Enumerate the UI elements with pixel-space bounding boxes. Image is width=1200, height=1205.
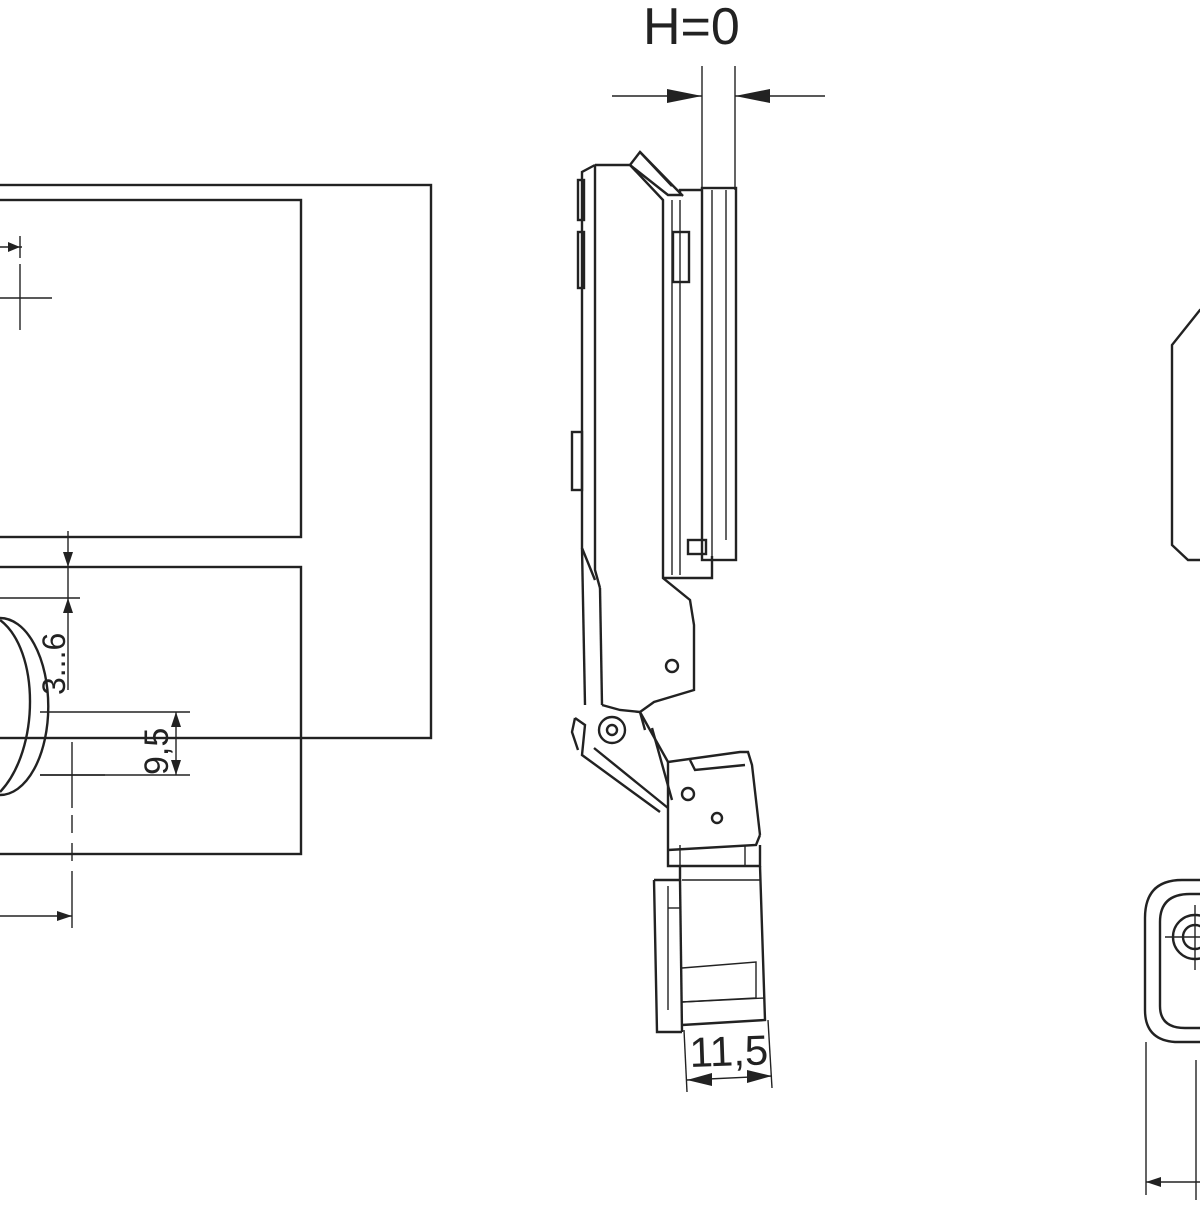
upper-dimension-arrow (0, 236, 22, 258)
offset-dimension-label: 9,5 (138, 728, 176, 775)
upper-door (0, 198, 303, 539)
gap-dimension: 3...6 (0, 531, 80, 695)
depth-dimension: 11,5 (683, 1019, 773, 1093)
offset-dimension: 9,5 (40, 711, 190, 776)
hinge-arm-body (570, 150, 714, 713)
mounting-plate-outline (1170, 308, 1200, 562)
cup-outline (1143, 878, 1200, 1044)
door-panel-side (686, 186, 738, 562)
hinge-plan-view (1143, 308, 1200, 1200)
gap-dimension-label: 3...6 (36, 633, 72, 695)
lower-hole-crosshair (40, 742, 105, 928)
front-view: 3...6 9,5 (0, 183, 433, 928)
overlay-dimension-label: H=0 (643, 0, 740, 56)
bottom-dimension (0, 911, 72, 921)
screw-hole (1165, 905, 1200, 970)
lower-door (0, 565, 303, 856)
plan-dimension (1145, 1042, 1200, 1200)
hinge-link (570, 703, 674, 813)
hinge-profile-view: H=0 (570, 0, 825, 1093)
upper-hole-crosshair (0, 264, 52, 330)
depth-dimension-label: 11,5 (689, 1026, 769, 1076)
overlay-dimension: H=0 (612, 0, 825, 190)
hinge-cup-circle (0, 616, 50, 797)
cabinet-outline (0, 183, 433, 740)
hinge-cup-housing (652, 750, 767, 1034)
